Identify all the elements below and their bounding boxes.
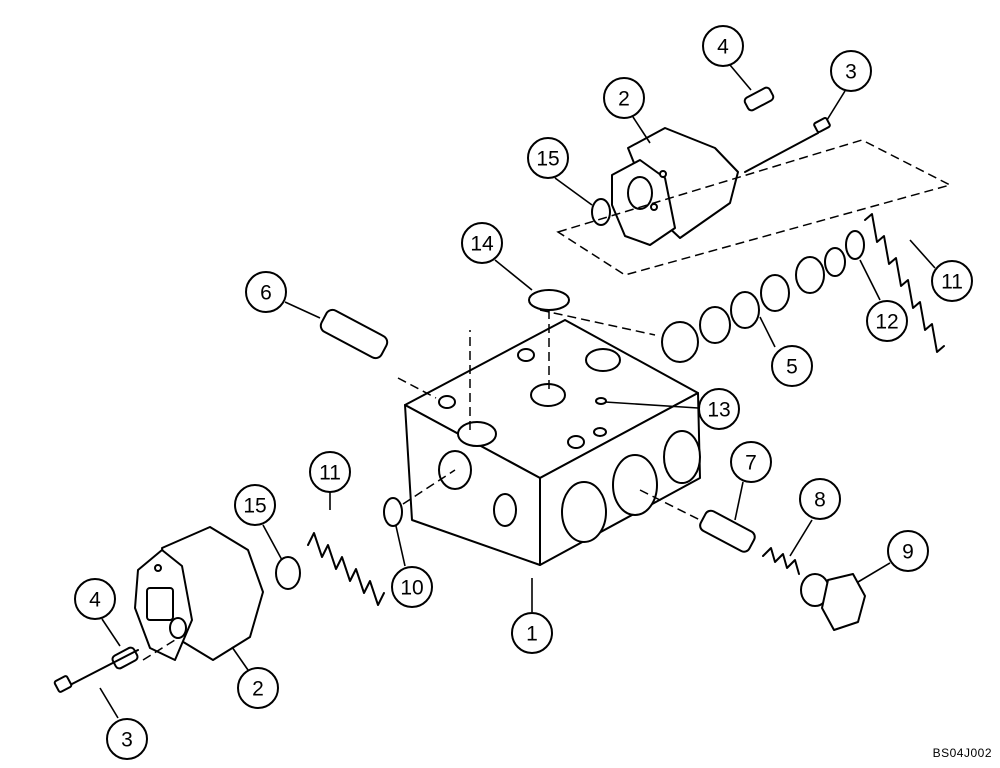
callout-4-top: 4 [702,25,752,91]
svg-text:8: 8 [814,489,826,512]
lower-cap [134,526,264,661]
svg-text:2: 2 [252,678,264,701]
relief-spring [762,547,800,575]
callout-1: 1 [511,578,553,654]
svg-text:7: 7 [745,452,757,475]
callout-12: 12 [859,259,908,342]
washer-upper [845,230,865,260]
callout-13: 13 [604,388,740,430]
callout-11-bottom: 11 [309,451,351,510]
svg-text:1: 1 [526,623,538,646]
relief-plug [800,573,866,631]
callout-5: 5 [759,316,813,387]
figure-code: BS04J002 [932,746,992,760]
spring-upper [864,213,945,353]
svg-text:15: 15 [536,148,559,171]
washer-lower [383,497,403,527]
callout-2-bottom: 2 [231,646,279,709]
callout-2-top: 2 [603,77,651,144]
svg-text:10: 10 [400,577,423,600]
callout-14: 14 [461,222,533,291]
svg-text:11: 11 [319,462,341,485]
svg-text:6: 6 [260,282,272,305]
callout-4-bottom: 4 [74,578,121,647]
svg-text:3: 3 [845,61,857,84]
upper-cap [611,127,739,246]
svg-text:9: 9 [902,541,914,564]
callout-15-bottom: 15 [234,484,283,561]
callout-10: 10 [391,525,433,608]
side-plug [319,308,389,360]
spring-lower [307,532,385,606]
bolt-lower [53,649,139,693]
svg-text:12: 12 [875,311,898,334]
fitting-upper [743,86,775,112]
callout-8: 8 [789,478,841,557]
svg-text:15: 15 [243,495,266,518]
o-ring-small [595,397,607,405]
callout-6: 6 [245,271,321,319]
callout-7: 7 [730,441,772,521]
callout-15-top: 15 [527,137,593,206]
svg-text:5: 5 [786,356,798,379]
relief-poppet [699,509,756,553]
o-ring-top [528,289,570,311]
callout-3-bottom: 3 [99,687,148,760]
o-ring-upper-cap [591,198,611,226]
o-ring-lower-cap [275,556,301,590]
bolt-upper [744,117,831,173]
fitting-lower [111,646,139,670]
callout-9: 9 [857,530,929,583]
svg-text:11: 11 [941,271,963,294]
spool [661,247,846,363]
svg-text:2: 2 [618,88,630,111]
svg-text:3: 3 [121,729,133,752]
assembly-lines [142,139,953,661]
callout-11-top: 11 [909,239,973,302]
svg-text:4: 4 [89,589,101,612]
svg-text:14: 14 [470,233,494,256]
callout-3-top: 3 [826,50,872,121]
svg-text:13: 13 [707,399,730,422]
valve-body [404,319,701,566]
svg-text:4: 4 [717,36,729,59]
